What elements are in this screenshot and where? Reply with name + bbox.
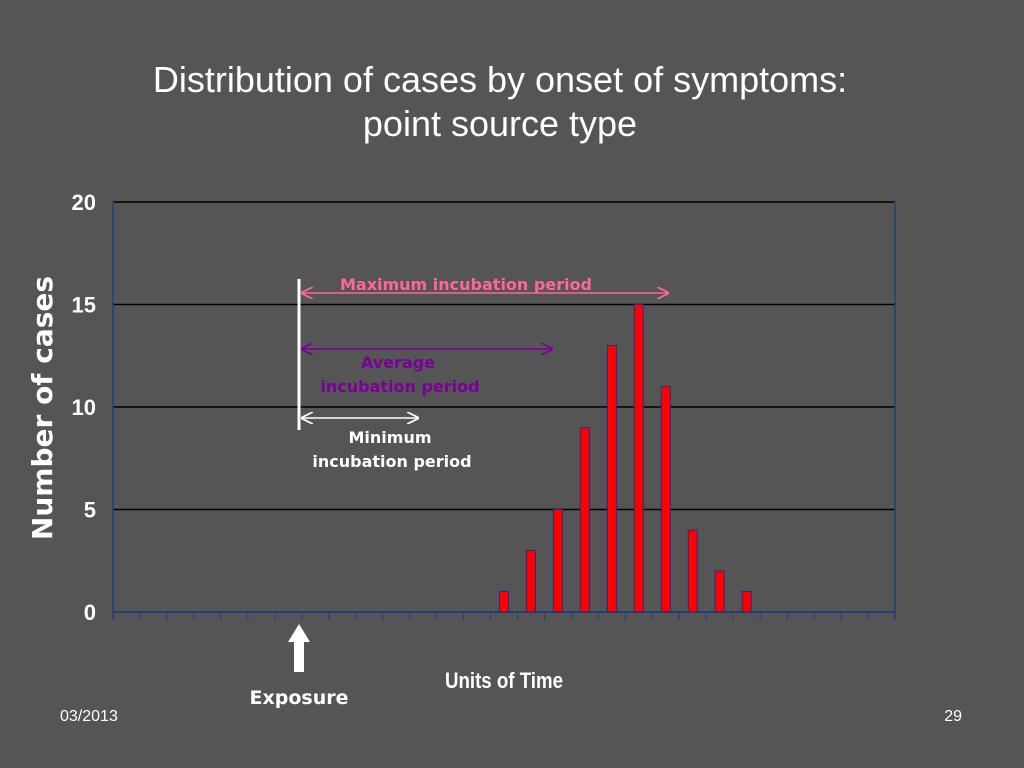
minimum-incubation-label-2: incubation period bbox=[312, 452, 471, 471]
bar-15 bbox=[499, 591, 509, 613]
average-incubation-label-1: Average bbox=[361, 353, 435, 372]
title-line-1: Distribution of cases by onset of sympto… bbox=[152, 59, 848, 100]
average-incubation-label-2: incubation period bbox=[320, 377, 479, 396]
bar-16 bbox=[525, 550, 536, 613]
y-tick-label-0: 0 bbox=[84, 600, 96, 625]
y-tick-label-15: 15 bbox=[72, 293, 96, 318]
bar-18 bbox=[579, 427, 590, 613]
x-axis-title: Units of Time bbox=[445, 670, 563, 694]
bar-23 bbox=[714, 570, 725, 613]
maximum-incubation-label: Maximum incubation period bbox=[340, 275, 592, 294]
bar-20 bbox=[633, 304, 644, 613]
exposure-label: Exposure bbox=[250, 687, 349, 709]
minimum-incubation-label-1: Minimum bbox=[348, 428, 431, 447]
x-axis-ticks bbox=[112, 612, 896, 620]
bar-22 bbox=[687, 529, 698, 613]
bar-17 bbox=[552, 509, 563, 613]
y-axis-title: Number of cases bbox=[26, 276, 59, 540]
page-number: 29 bbox=[944, 708, 962, 725]
bars bbox=[499, 304, 752, 613]
y-tick-label-5: 5 bbox=[84, 498, 96, 523]
footer-date: 03/2013 bbox=[60, 708, 118, 725]
bar-19 bbox=[606, 345, 617, 613]
slide-title: Distribution of cases by onset of sympto… bbox=[100, 58, 900, 146]
y-tick-label-20: 20 bbox=[72, 190, 96, 215]
up-arrow-icon bbox=[288, 624, 310, 672]
title-line-2: point source type bbox=[362, 103, 638, 144]
gridlines bbox=[113, 201, 895, 613]
y-tick-label-10: 10 bbox=[72, 395, 96, 420]
bar-21 bbox=[660, 386, 671, 613]
y-tick-labels: 0 5 10 15 20 bbox=[72, 190, 96, 625]
bar-24 bbox=[741, 591, 752, 613]
